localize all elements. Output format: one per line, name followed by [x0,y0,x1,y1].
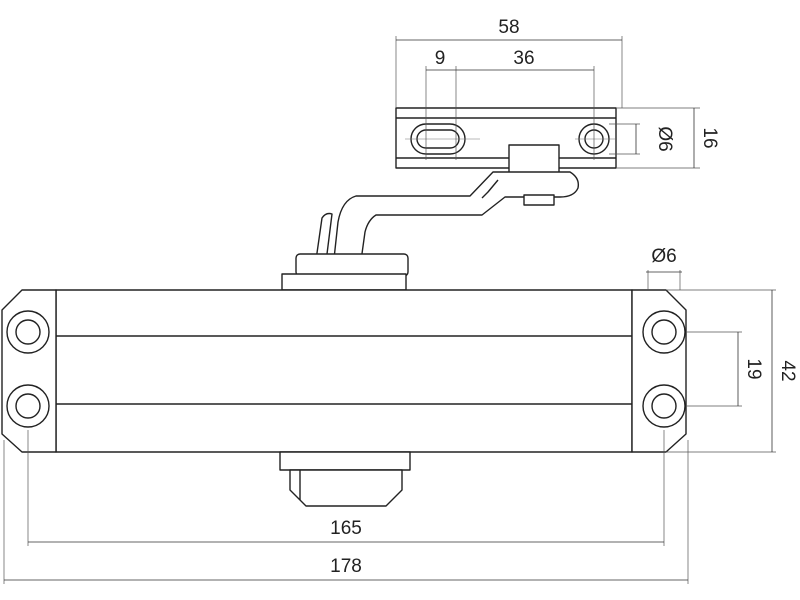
dim-top-length: 58 [498,17,519,38]
closer-body [1,273,687,507]
dim-top-hole-diameter: Ø6 [654,126,675,151]
dimension-lines [3,36,776,584]
dim-bracket-height: 16 [699,127,720,148]
dim-hole-spacing: 36 [513,48,534,69]
dim-slot-offset: 9 [435,48,446,69]
mounting-bracket [395,107,617,174]
dim-hole-pitch: 165 [330,518,362,539]
closer-arm [295,171,580,277]
body-holes [6,310,686,428]
dim-body-hole-diameter: Ø6 [651,246,676,267]
dim-body-height: 42 [777,360,798,381]
dim-body-hole-spacing: 19 [743,358,764,379]
dim-overall-length: 178 [330,556,362,577]
